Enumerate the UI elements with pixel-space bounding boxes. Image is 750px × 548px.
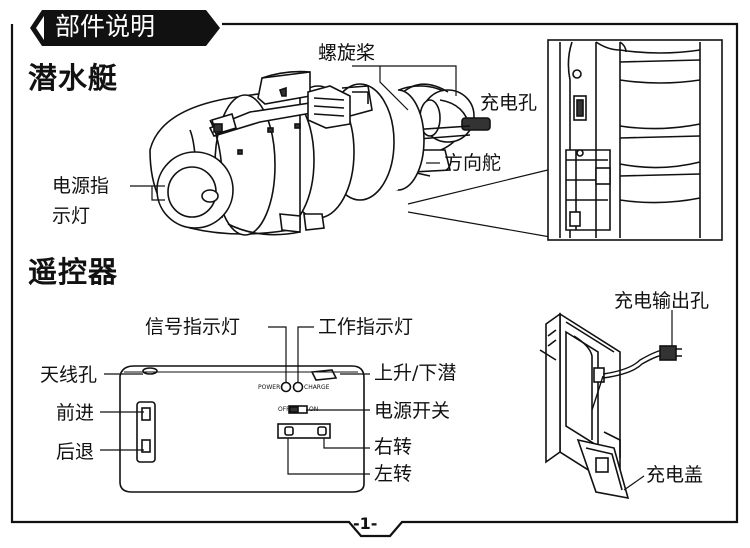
rudder-label: 方向舵: [444, 152, 502, 174]
remote-printed-on: ON: [309, 406, 319, 413]
charger-callouts: [623, 310, 673, 491]
remote-printed-power: POWER: [258, 384, 281, 391]
antenna-hole-label: 天线孔: [40, 364, 98, 386]
propeller-label: 螺旋桨: [318, 42, 376, 64]
charging-cover-label: 充电盖: [646, 464, 704, 486]
power-switch-label: 电源开关: [374, 400, 451, 422]
remote-printed-charge: CHARGE: [304, 384, 330, 391]
work-indicator-label: 工作指示灯: [318, 316, 414, 338]
turn-left-label: 左转: [374, 463, 413, 485]
submarine-callouts: [130, 65, 584, 239]
charger-illustration: [539, 312, 682, 500]
submarine-illustration: [149, 70, 491, 236]
remote-printed-off: OFF: [278, 406, 290, 413]
remote-callouts: [100, 326, 370, 475]
remote-illustration: [119, 365, 365, 493]
power-indicator-label-line1: 电源指: [52, 175, 110, 197]
charging-port-label: 充电孔: [480, 92, 538, 114]
charging-output-port-label: 充电输出孔: [614, 290, 710, 312]
up-down-label: 上升/下潜: [374, 362, 457, 384]
submarine-heading: 潜水艇: [28, 61, 119, 95]
signal-indicator-label: 信号指示灯: [145, 316, 241, 338]
section-banner-shape: [30, 10, 220, 46]
section-banner-title: 部件说明: [55, 12, 156, 41]
power-indicator-label-line2: 示灯: [52, 205, 91, 227]
remote-heading: 遥控器: [28, 255, 119, 289]
turn-right-label: 右转: [374, 436, 413, 458]
page-frame: [10, 22, 739, 538]
charging-port-zoom-inset: [547, 39, 723, 241]
backward-label: 后退: [56, 441, 95, 463]
forward-label: 前进: [56, 402, 95, 424]
page-number: -1-: [353, 514, 378, 533]
